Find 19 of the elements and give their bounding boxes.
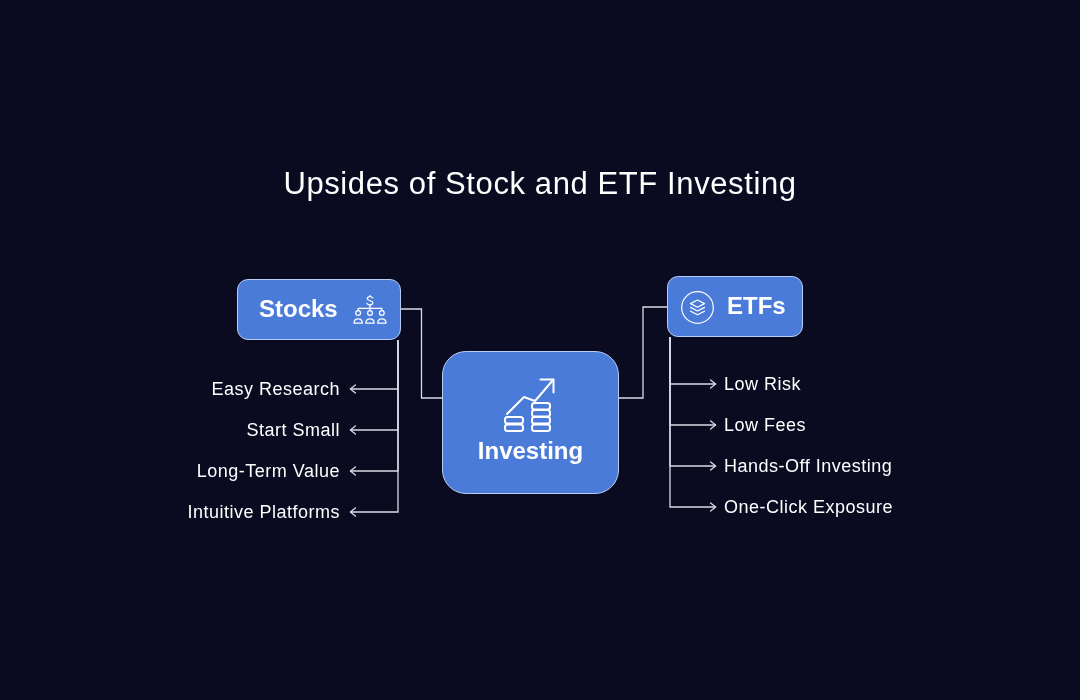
connector-line	[618, 306, 668, 399]
benefit-text: Start Small	[140, 418, 350, 442]
category-box	[442, 351, 619, 494]
arrow	[669, 336, 717, 512]
box-title: Stocks	[259, 295, 338, 323]
category-box	[237, 279, 401, 340]
box-title: Investing	[477, 437, 584, 465]
benefit-text: Long-Term Value	[140, 459, 350, 483]
box-title: ETFs	[727, 292, 786, 320]
benefit-text: One-Click Exposure	[716, 495, 926, 519]
connector-line	[400, 308, 443, 399]
benefit-text: Hands-Off Investing	[716, 454, 926, 478]
category-box	[667, 276, 803, 337]
diagram-title: Upsides of Stock and ETF Investing	[283, 166, 797, 202]
benefit-text: Low Risk	[716, 372, 926, 396]
benefit-text: Easy Research	[140, 377, 350, 401]
benefit-text: Low Fees	[716, 413, 926, 437]
benefit-text: Intuitive Platforms	[140, 500, 350, 524]
arrow	[349, 339, 399, 517]
